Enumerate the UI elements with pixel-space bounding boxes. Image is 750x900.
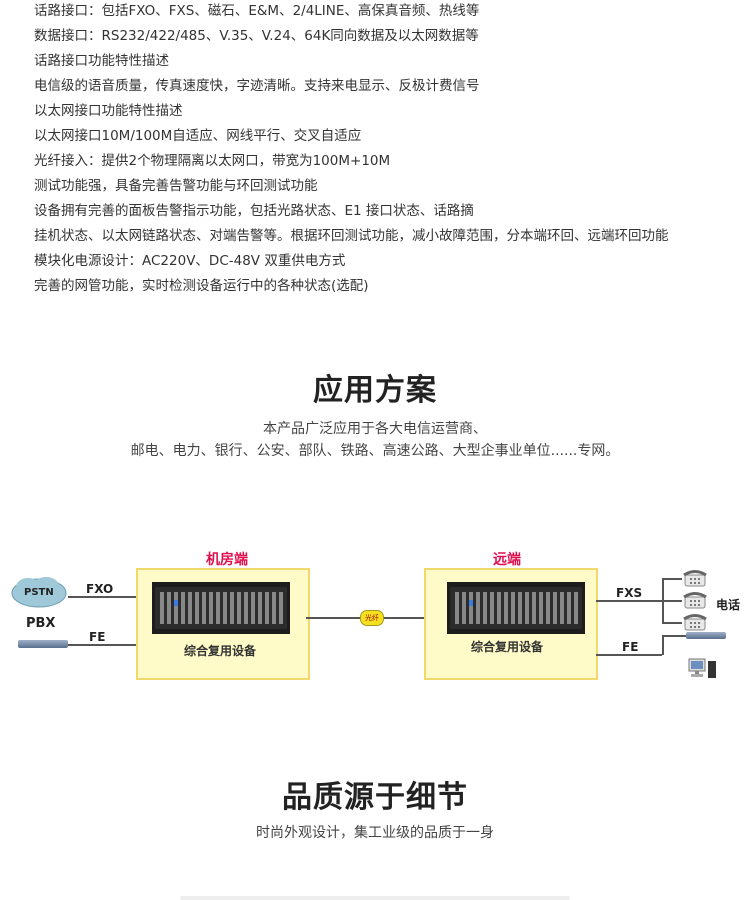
quality-subtitle: 时尚外观设计，集工业级的品质于一身 [256,825,494,841]
pstn-cloud-icon [11,577,67,608]
remote-site-title: 远端 [493,552,521,568]
spec-line: 光纤接入：提供2个物理隔离以太网口，带宽为100M+10M [34,153,391,169]
device-caption-left: 综合复用设备 [184,644,257,658]
application-line-1: 本产品广泛应用于各大电信运营商、 [263,421,487,437]
multiplexer-device-icon [447,582,585,634]
network-diagram: PSTN PBX FXO FE 机房端 综合复用设备 光纤 远端 [0,540,750,690]
pbx-label: PBX [26,616,56,631]
fe-link-right [596,654,662,656]
spec-line: 以太网接口10M/100M自适应、网线平行、交叉自适应 [34,128,362,144]
fe-label-right: FE [622,640,639,654]
fxs-link [596,600,662,602]
spec-line: 数据接口：RS232/422/485、V.35、V.24、64K同向数据及以太网… [34,28,479,44]
spec-line: 话路接口：包括FXO、FXS、磁石、E&M、2/4LINE、高保真音频、热线等 [34,3,480,19]
telephone-icon [683,570,707,587]
telephone-icon [683,614,707,631]
fe-label-left: FE [89,630,106,644]
spec-line: 模块化电源设计：AC220V、DC-48V 双重供电方式 [34,253,346,269]
fxo-link [68,596,136,598]
fe-branch [662,635,686,637]
device-caption-right: 综合复用设备 [471,640,544,654]
fxs-branch [662,600,682,602]
fiber-badge: 光纤 [360,610,384,626]
spec-line: 挂机状态、以太网链路状态、对端告警等。根据环回测试功能，减小故障范围，分本端环回… [34,228,669,244]
local-site-title: 机房端 [206,552,248,568]
spec-line: 以太网接口功能特性描述 [34,103,183,119]
multiplexer-device-icon [152,582,290,634]
divider [180,896,570,900]
fxs-branch [662,622,682,624]
spec-line: 测试功能强，具备完善告警功能与环回测试功能 [34,178,318,194]
fxo-label: FXO [86,582,114,596]
phone-label: 电话 [716,598,741,612]
quality-title: 品质源于细节 [282,780,468,815]
switch-icon [686,632,726,639]
application-title: 应用方案 [313,373,437,408]
switch-icon [18,640,68,648]
spec-line: 完善的网管功能，实时检测设备运行中的各种状态(选配) [34,278,369,294]
computer-icon [688,658,716,678]
spec-line: 话路接口功能特性描述 [34,53,169,69]
fxs-label: FXS [616,586,643,600]
fxs-branch [662,578,682,580]
fe-branch [662,635,664,655]
spec-line: 设备拥有完善的面板告警指示功能，包括光路状态、E1 接口状态、话路摘 [34,203,474,219]
telephone-icon [683,592,707,609]
fe-link-left [68,644,136,646]
pstn-label: PSTN [24,587,54,598]
application-line-2: 邮电、电力、银行、公安、部队、铁路、高速公路、大型企事业单位......专网。 [130,443,620,459]
spec-line: 电信级的语音质量，传真速度快，字迹清晰。支持来电显示、反极计费信号 [34,78,480,94]
